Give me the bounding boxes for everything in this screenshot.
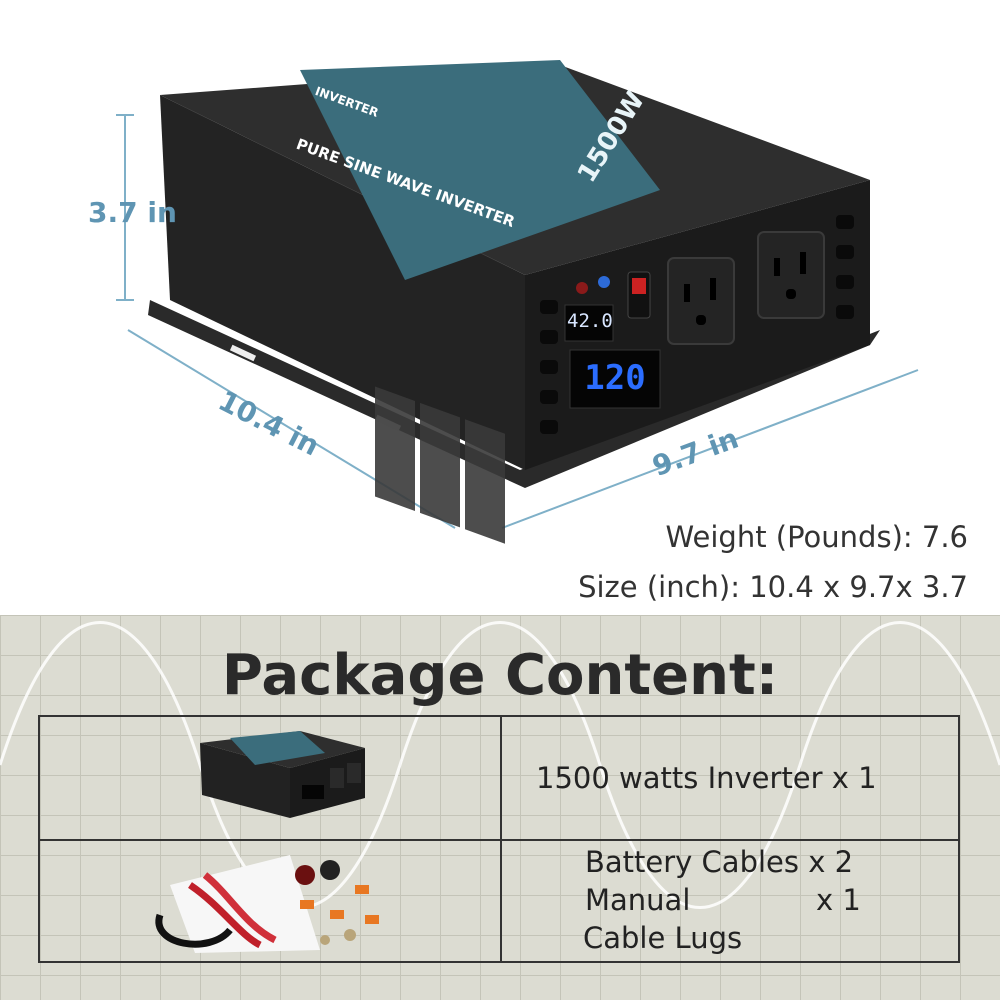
package-item-manual: Manual	[585, 883, 691, 917]
size-spec: Size (inch): 10.4 x 9.7x 3.7	[578, 570, 968, 604]
package-item-cable-lugs: Cable Lugs	[583, 921, 743, 955]
power-led-icon	[598, 276, 610, 288]
accessories-thumbnail	[155, 855, 379, 953]
inverter-thumbnail	[200, 731, 365, 818]
package-content-title: Package Content:	[221, 643, 779, 708]
ac-outlet-icon	[757, 231, 825, 319]
inverter-side-face	[160, 95, 525, 470]
input-voltage-display	[564, 304, 614, 342]
front-vents	[540, 215, 854, 434]
input-voltage-readout: 42.0	[567, 310, 613, 332]
fault-led-icon	[576, 282, 588, 294]
ac-outlet-icon	[667, 257, 735, 345]
package-item-battery-cables: Battery Cables x 2	[585, 845, 854, 879]
sine-wave-background	[0, 621, 1000, 909]
package-content-table: 1500 watts Inverter x 1 Battery Cables x…	[38, 715, 960, 963]
height-dimension-label: 3.7 in	[88, 196, 177, 229]
product-dimensions-section: PURE SINE WAVE INVERTER INVERTER 1500W 4…	[88, 60, 968, 604]
output-voltage-display	[569, 349, 661, 409]
inverter-illustration	[116, 60, 919, 544]
package-item-inverter: 1500 watts Inverter x 1	[536, 761, 877, 795]
inverter-top-label	[300, 60, 660, 280]
package-item-manual-qty: x 1	[816, 883, 861, 917]
weight-spec: Weight (Pounds): 7.6	[665, 520, 968, 554]
side-vents	[375, 386, 505, 544]
package-content-section: Package Content:	[0, 615, 1000, 1000]
output-voltage-readout: 120	[584, 358, 646, 398]
